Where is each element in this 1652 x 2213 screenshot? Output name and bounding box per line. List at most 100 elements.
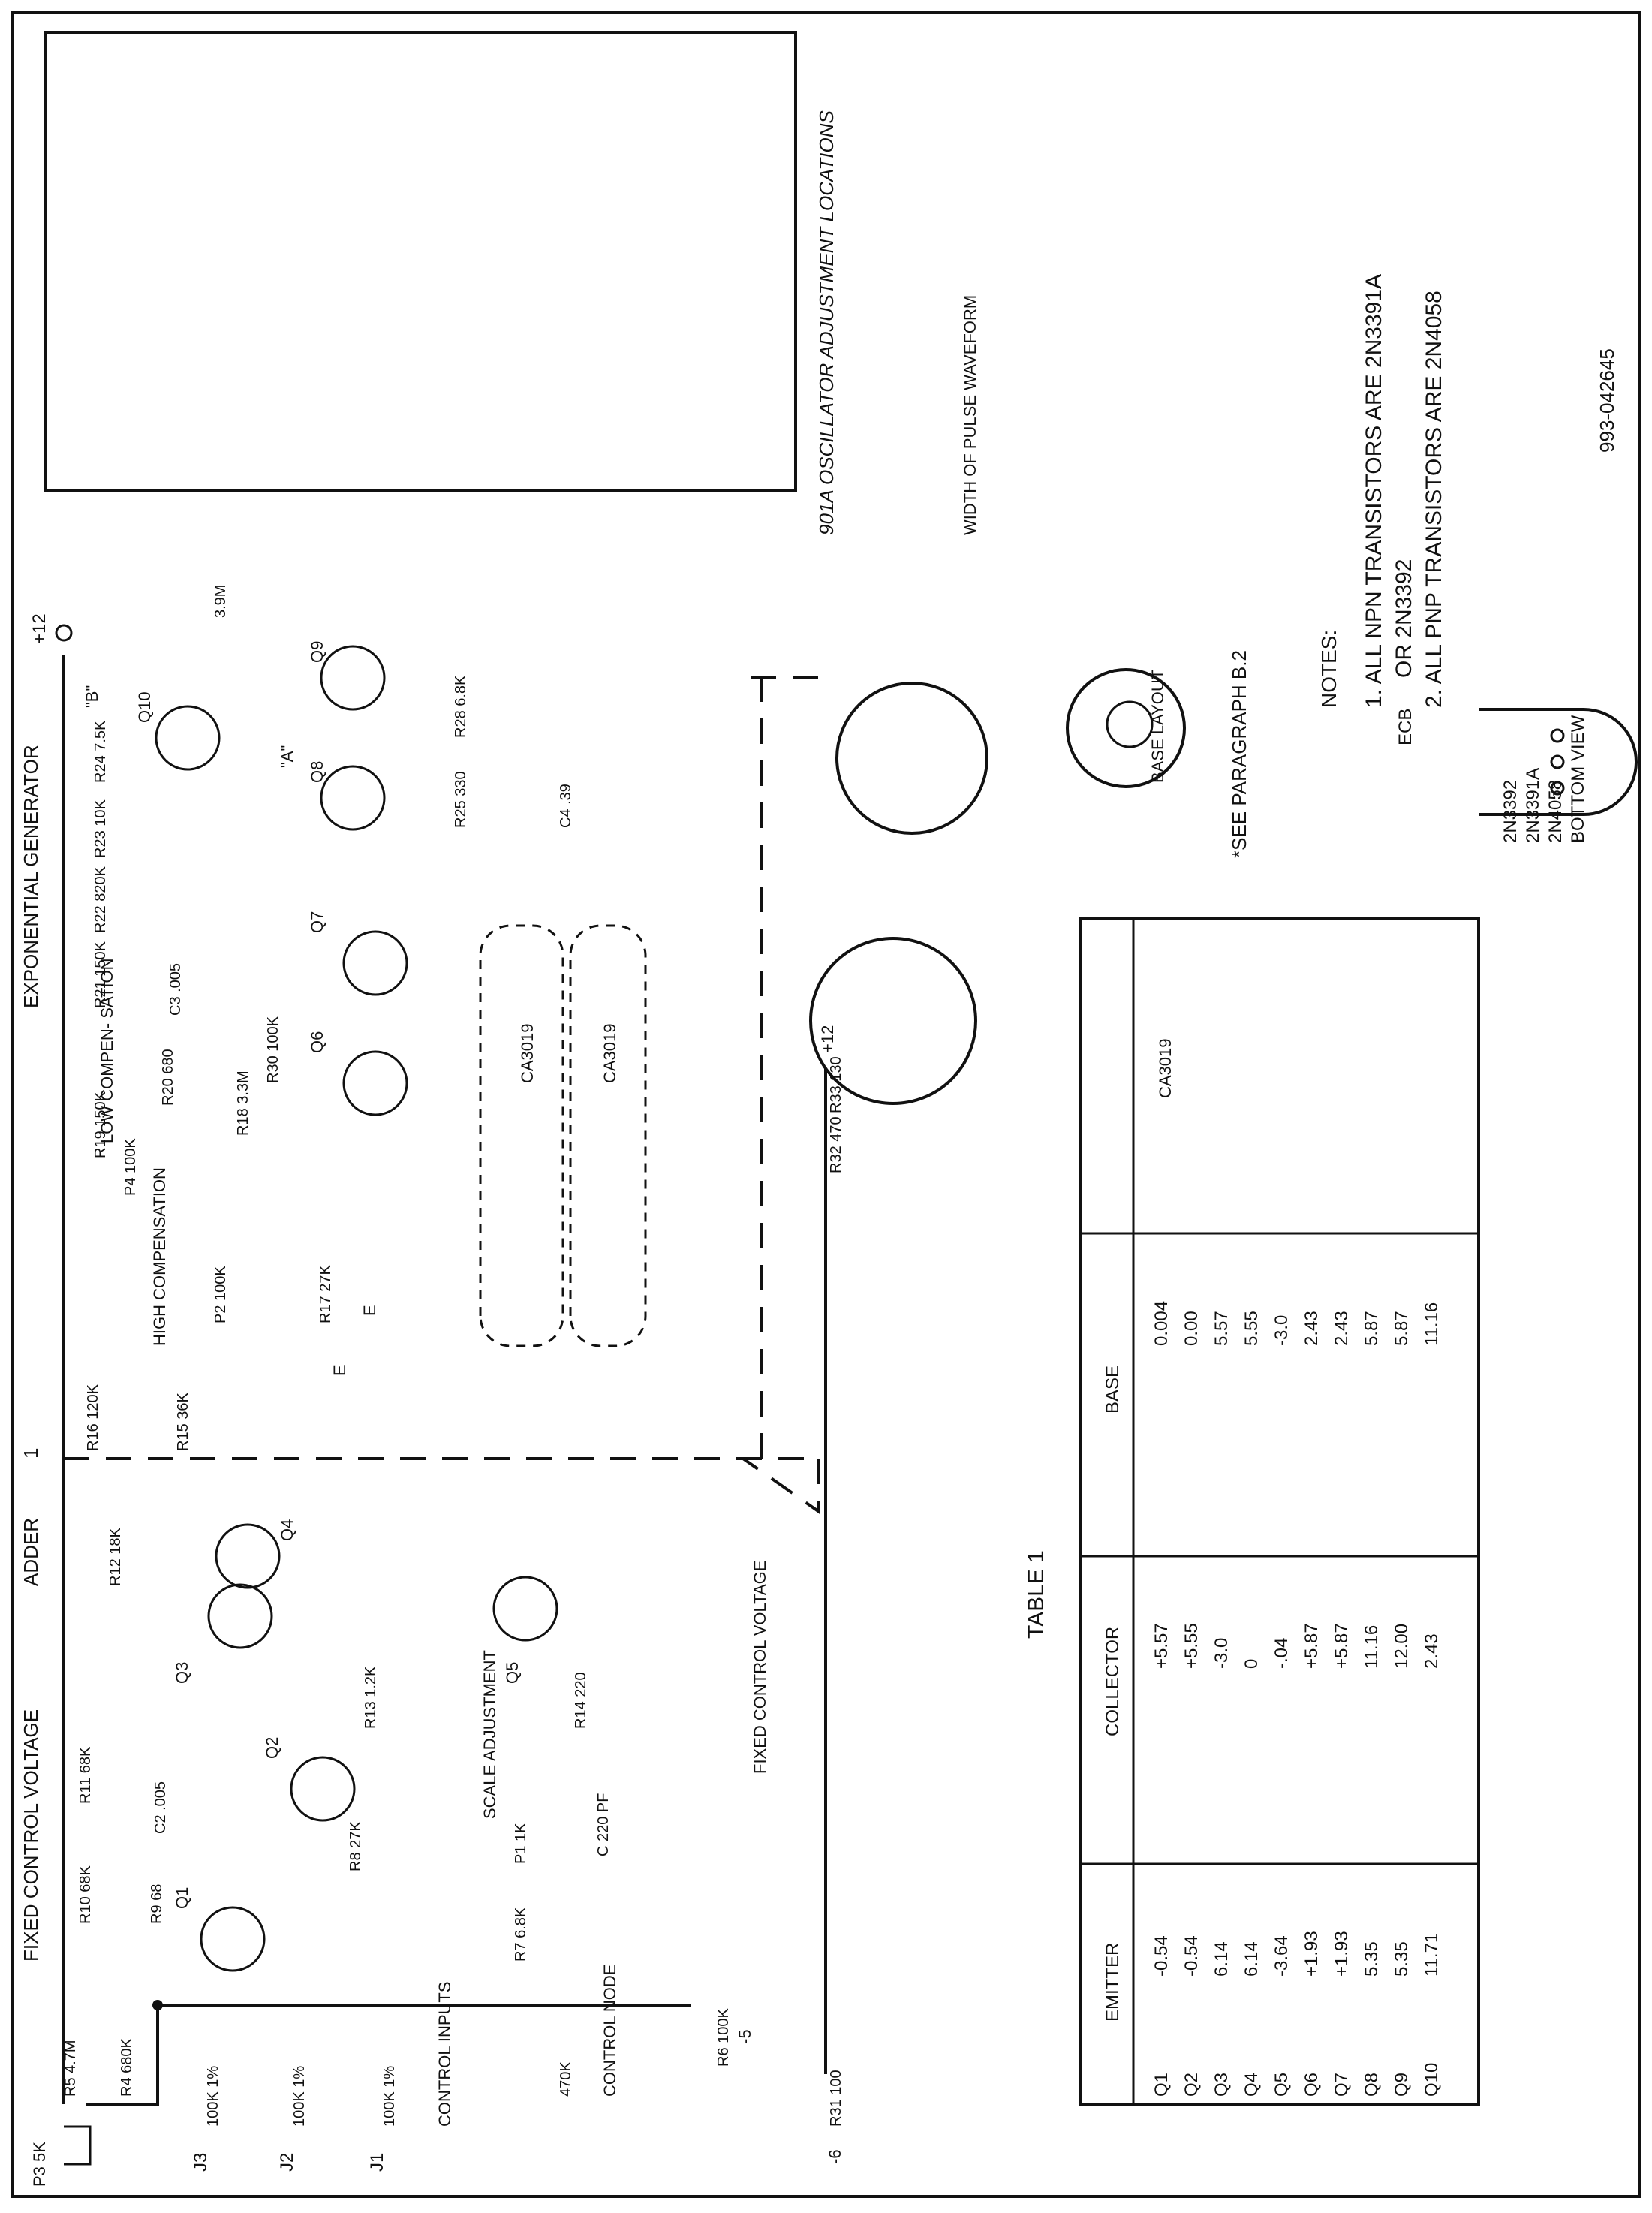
- ca3019-pinout: [809, 937, 977, 1105]
- ca3019-label-2: CA3019: [600, 1023, 619, 1083]
- table-cell: +1.93: [1332, 1931, 1352, 1977]
- ca3019-pinout-label: CA3019: [1156, 1038, 1175, 1098]
- r20-label: R20 680: [160, 1049, 176, 1106]
- r31-label: R31 100: [828, 2070, 844, 2127]
- r25-label: R25 330: [453, 771, 469, 828]
- table-cell: 11.16: [1362, 1625, 1382, 1669]
- heading-adder: ADDER: [20, 1518, 42, 1586]
- plus12-terminal: [55, 624, 73, 642]
- table-cell: 5.57: [1211, 1311, 1232, 1346]
- r32-label: R32 470: [828, 1116, 844, 1173]
- q4-symbol: [215, 1523, 281, 1589]
- j1-label: J1: [367, 2153, 387, 2172]
- j3-r-label: 100K 1%: [205, 2066, 221, 2127]
- tv-pin-c: [1550, 754, 1565, 769]
- note-2: 2. ALL PNP TRANSISTORS ARE 2N4058: [1422, 291, 1446, 708]
- r28-label: R28 6.8K: [453, 675, 469, 738]
- b-tag: "B": [83, 685, 101, 708]
- table-row-label: Q2: [1181, 2073, 1202, 2097]
- ca3019-outline-2: [569, 924, 647, 1347]
- a-tag: "A": [278, 745, 296, 768]
- q6-label: Q6: [308, 1031, 326, 1053]
- es-label-1: E: [360, 1305, 379, 1316]
- table-cell: 2.43: [1422, 1633, 1442, 1669]
- tv-outline: [1479, 708, 1638, 816]
- table-row-label: Q10: [1422, 2063, 1442, 2097]
- r4-label: R4 680K: [119, 2038, 135, 2097]
- note-1: 1. ALL NPN TRANSISTORS ARE 2N3391A: [1362, 274, 1386, 708]
- table-cell: -0.54: [1151, 1935, 1172, 1977]
- q8-symbol: [320, 765, 386, 831]
- ladder-minus6: -6: [826, 2149, 844, 2164]
- r5-label: R5 4.7M: [62, 2040, 79, 2097]
- table-1: TABLE 1 EMITTER COLLECTOR BASE Q1-0.54+5…: [1024, 917, 1480, 2106]
- table-cell: +5.87: [1332, 1623, 1352, 1669]
- r17-label: R17 27K: [317, 1265, 334, 1323]
- table-cell: 6.14: [1211, 1941, 1232, 1977]
- th-emitter: EMITTER: [1103, 1943, 1123, 2022]
- control-inputs-label: CONTROL INPUTS: [435, 1981, 454, 2127]
- table-row-label: Q3: [1211, 2073, 1232, 2097]
- c3-label: C3 .005: [167, 963, 184, 1016]
- ca3019-outline-1: [479, 924, 564, 1347]
- table-cell: -.04: [1271, 1638, 1292, 1669]
- socket-inner: [1106, 700, 1154, 748]
- table-cell: 2.43: [1332, 1311, 1352, 1346]
- q10-label: Q10: [135, 691, 154, 723]
- q8-label: Q8: [308, 761, 326, 783]
- table-cell: 5.35: [1362, 1941, 1382, 1977]
- q7-label: Q7: [308, 911, 326, 933]
- r16-label: R16 120K: [85, 1384, 101, 1451]
- j3-label: J3: [191, 2153, 211, 2172]
- r10-label: R10 68K: [77, 1865, 94, 1924]
- table-row-label: Q9: [1392, 2073, 1412, 2097]
- p3-label: P3 5K: [30, 2142, 49, 2187]
- board-caption: 901A OSCILLATOR ADJUSTMENT LOCATIONS: [815, 110, 838, 535]
- r8-label: R8 27K: [348, 1821, 364, 1871]
- table-row-label: Q4: [1241, 2073, 1262, 2097]
- q7-symbol: [342, 930, 408, 996]
- q4-label: Q4: [278, 1519, 296, 1541]
- table-row-label: Q6: [1301, 2073, 1322, 2097]
- p4-label: P4 100K: [122, 1138, 139, 1196]
- table-cell: 12.00: [1392, 1624, 1412, 1669]
- r24-label: R24 7.5K: [92, 720, 109, 783]
- table-cell: -3.0: [1211, 1638, 1232, 1669]
- r15-label: R15 36K: [175, 1393, 191, 1451]
- table-row-label: Q7: [1332, 2073, 1352, 2097]
- base-layout: [835, 682, 988, 835]
- r30-label: R30 100K: [265, 1016, 281, 1083]
- q2-symbol: [290, 1756, 356, 1822]
- tv-pin-e: [1550, 728, 1565, 743]
- tv-l2: 2N3391A: [1523, 768, 1543, 843]
- j2-label: J2: [277, 2153, 297, 2172]
- r11-label: R11 68K: [77, 1746, 94, 1804]
- sheet-border: [11, 11, 1641, 2198]
- base-layout-circle: [835, 682, 988, 835]
- p1-label: P1 1K: [513, 1823, 529, 1864]
- tv-l1: 2N3392: [1500, 780, 1521, 843]
- q5-label: Q5: [503, 1662, 522, 1684]
- q6-symbol: [342, 1050, 408, 1116]
- heading-one: 1: [20, 1448, 42, 1459]
- r14-label: R14 220: [573, 1672, 589, 1729]
- ca3019-label-1: CA3019: [518, 1023, 537, 1083]
- table-row-label: Q8: [1362, 2073, 1382, 2097]
- r9-label: R9 68: [149, 1884, 165, 1924]
- q9-label: Q9: [308, 641, 326, 663]
- control-node-label: CONTROL NODE: [600, 1965, 619, 2097]
- note-1b: OR 2N3392: [1392, 559, 1416, 678]
- socket-outer: [1066, 668, 1186, 788]
- r21-label: R21 150K: [92, 941, 109, 1008]
- table-row-label: Q1: [1151, 2073, 1172, 2097]
- table-cell: 0.004: [1151, 1301, 1172, 1346]
- scale-adjustment-label: SCALE ADJUSTMENT: [480, 1650, 499, 1819]
- q9-symbol: [320, 645, 386, 711]
- th-base: BASE: [1103, 1365, 1123, 1414]
- table-cell: 0: [1241, 1659, 1262, 1669]
- table-cell: 11.16: [1422, 1302, 1442, 1346]
- es-label-2: E: [330, 1365, 349, 1376]
- th-collector: COLLECTOR: [1103, 1627, 1123, 1736]
- table-cell: 5.35: [1392, 1941, 1412, 1977]
- r13-label: R13 1.2K: [363, 1666, 379, 1729]
